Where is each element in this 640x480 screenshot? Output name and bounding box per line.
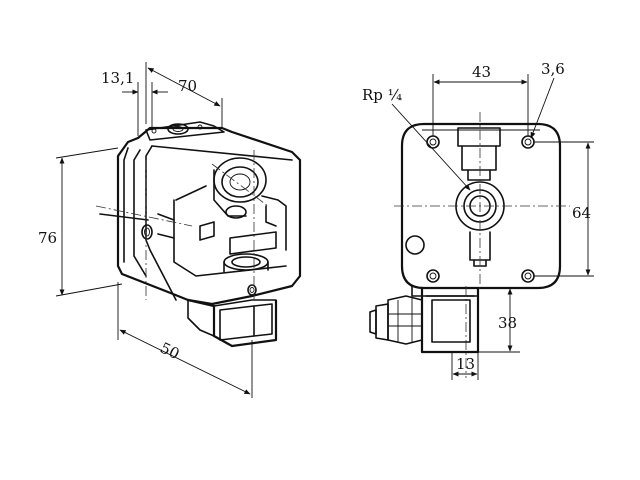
iso-body-outline <box>116 121 302 306</box>
front-body-outline <box>400 122 562 290</box>
dim-64-label: 64 <box>572 204 591 222</box>
dim-3-6: 3,6 <box>530 60 565 139</box>
front-view: Rp ¼ 43 3,6 64 38 <box>362 60 594 380</box>
iso-side-screw <box>141 224 153 240</box>
dim-43: 43 <box>432 63 529 136</box>
thread-label: Rp ¼ <box>362 86 403 104</box>
iso-internal-parts <box>99 157 287 277</box>
dim-13-1: 13,1 <box>101 69 168 136</box>
dim-70-label: 70 <box>178 77 197 95</box>
dim-50-label: 50 <box>157 339 182 364</box>
dim-13-1-label: 13,1 <box>101 69 134 87</box>
front-cable-gland <box>369 295 423 345</box>
dim-13-label: 13 <box>456 355 475 373</box>
thread-callout: Rp ¼ <box>362 86 471 191</box>
dim-13: 13 <box>451 352 479 380</box>
iso-centerlines <box>95 150 269 300</box>
isometric-view: 13,1 70 76 50 <box>38 62 302 398</box>
dim-38-label: 38 <box>498 314 517 332</box>
dim-76: 76 <box>38 147 123 297</box>
dim-76-label: 76 <box>38 229 57 247</box>
front-centerlines <box>394 112 570 378</box>
dim-38: 38 <box>478 287 520 353</box>
dim-3-6-label: 3,6 <box>541 60 565 78</box>
dim-64: 64 <box>534 141 594 277</box>
dim-70: 70 <box>145 62 223 128</box>
dim-43-label: 43 <box>472 63 491 81</box>
front-inlet <box>457 127 501 181</box>
front-side-hole <box>405 235 425 255</box>
